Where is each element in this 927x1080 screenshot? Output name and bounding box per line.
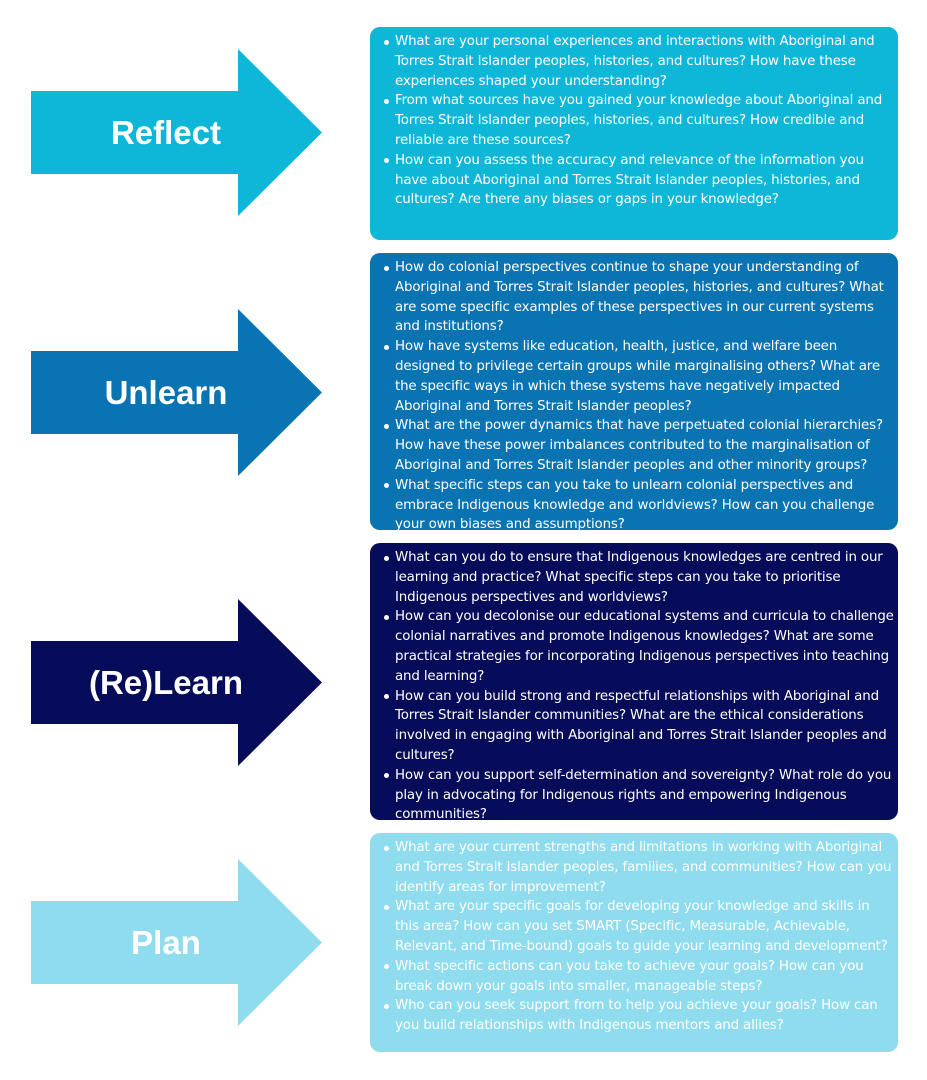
list-item: How can you build strong and respectful … [384,687,896,766]
list-item: What specific actions can you take to ac… [384,957,896,997]
reflect-arrow: Reflect [31,49,322,216]
list-item: What specific steps can you take to unle… [384,476,896,530]
plan-questions-box: What are your current strengths and limi… [370,833,898,1052]
unlearn-question-list: How do colonial perspectives continue to… [381,258,896,530]
plan-label: Plan [131,923,201,961]
arrow-shape [31,859,322,1026]
arrow-shape [31,599,322,766]
reflect-label: Reflect [110,113,222,151]
reflect-question-list: What are your personal experiences and i… [381,32,896,210]
unlearn-label: Unlearn [104,373,228,411]
list-item: What are your specific goals for develop… [384,897,896,956]
list-item: Who can you seek support from to help yo… [384,996,896,1036]
list-item: How can you decolonise our educational s… [384,607,896,686]
unlearn-questions-box: How do colonial perspectives continue to… [370,253,898,530]
relearn-arrow: (Re)Learn [31,599,322,766]
list-item: What can you do to ensure that Indigenou… [384,548,896,607]
list-item: How do colonial perspectives continue to… [384,258,896,337]
list-item: What are the power dynamics that have pe… [384,416,896,475]
arrow-shape [31,49,322,216]
relearn-questions-box: What can you do to ensure that Indigenou… [370,543,898,820]
list-item: What are your current strengths and limi… [384,838,896,897]
arrow-shape [31,309,322,476]
list-item: What are your personal experiences and i… [384,32,896,91]
unlearn-arrow: Unlearn [31,309,322,476]
list-item: How can you support self-determination a… [384,766,896,820]
list-item: From what sources have you gained your k… [384,91,896,150]
plan-question-list: What are your current strengths and limi… [381,838,896,1036]
relearn-question-list: What can you do to ensure that Indigenou… [381,548,896,820]
reflect-questions-box: What are your personal experiences and i… [370,27,898,240]
relearn-label: (Re)Learn [88,663,244,701]
list-item: How have systems like education, health,… [384,337,896,416]
plan-arrow: Plan [31,859,322,1026]
list-item: How can you assess the accuracy and rele… [384,151,896,210]
